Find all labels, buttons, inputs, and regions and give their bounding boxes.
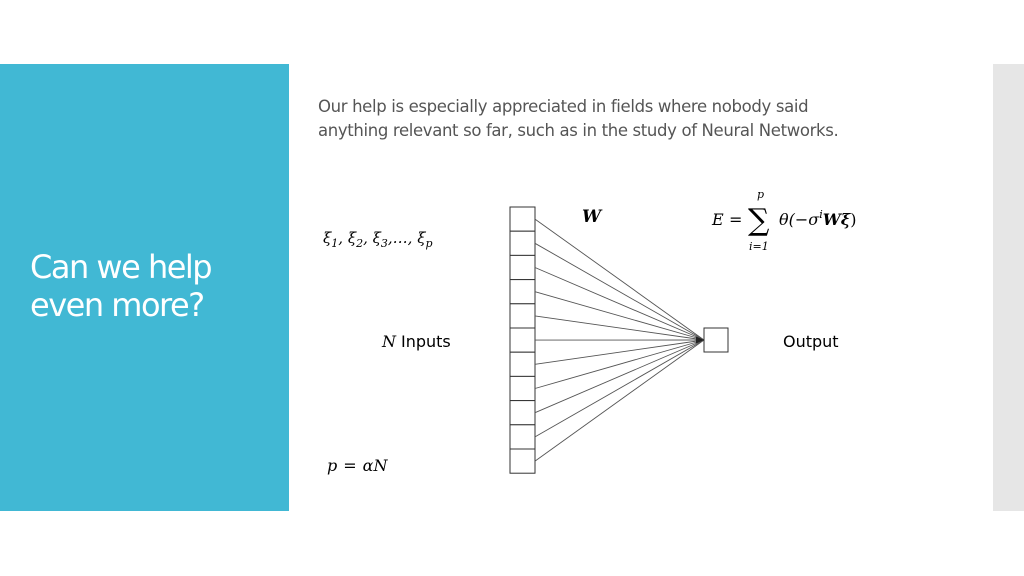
input-unit [509,303,536,329]
energy-eq: = [729,210,742,229]
input-unit [509,279,536,305]
weight-line [534,339,705,438]
xi-symbol-1: ξ [323,229,332,247]
intro-line-2: anything relevant so far, such as in the… [318,121,839,140]
output-arrowhead [696,336,704,344]
energy-lhs: E [711,210,724,229]
relation-lhs: p [327,456,337,475]
xi-subscript-p: p [425,237,432,250]
sequence-comma: , [408,229,418,247]
sequence-comma: , [363,229,373,247]
sequence-comma: , [338,229,348,247]
weight-line [534,291,705,341]
inputs-var: N [381,332,397,351]
weights-label: W [582,207,603,227]
input-unit [509,400,536,426]
xi-subscript-1: 1 [331,237,338,250]
output-label: Output [783,332,839,351]
input-unit [509,351,536,377]
title-panel [0,64,289,511]
close-paren: ) [850,210,856,229]
sequence-comma: , [388,229,393,247]
inputs-text: Inputs [401,332,451,351]
intro-text: Our help is especially appreciated in fi… [318,95,918,143]
xi-symbol-2: ξ [348,229,357,247]
slide-title-line-1: Can we help [30,248,213,286]
weight-connections [534,218,705,462]
input-unit [509,327,536,353]
weight-line [534,218,705,341]
weight-line [534,315,705,341]
xi-symbol-p: ξ [417,229,426,247]
sigma-superscript: i [819,208,823,221]
weight-line [534,339,705,462]
slide-title-line-2: even more? [30,286,205,324]
input-unit [509,254,536,281]
energy-formula: E = ∑ p i=1 θ(−σiWξ) [711,188,856,253]
scrollbar-track[interactable] [993,64,1024,511]
input-unit [509,230,536,256]
input-layer [509,206,536,474]
energy-body: θ(−σiWξ) [779,208,856,229]
sum-symbol: ∑ [748,203,770,238]
weight-line [534,339,705,365]
input-unit [509,424,536,450]
weight-line [534,267,705,341]
input-unit [509,448,536,474]
input-unit [509,206,536,232]
alpha-relation: p = αN [327,456,388,475]
input-unit [509,375,536,402]
slide-title: Can we help even more? [30,248,280,324]
bold-terms: Wξ [823,210,852,229]
relation-rhs: αN [363,456,389,475]
xi-subscript-3: 3 [381,237,388,250]
sequence-ellipsis: … [393,229,408,247]
sum-upper-limit: p [757,188,764,201]
xi-subscript-2: 2 [355,237,363,250]
relation-op: = [343,456,356,475]
intro-line-1: Our help is especially appreciated in fi… [318,97,809,116]
weight-line [534,242,705,341]
weight-line [534,339,705,389]
input-sequence: ξ1, ξ2, ξ3,…, ξp [323,229,433,250]
sum-lower-limit: i=1 [749,240,769,253]
weight-line [534,339,705,414]
xi-symbol-3: ξ [373,229,382,247]
output-unit [703,327,729,353]
theta-term: θ(−σ [779,210,820,229]
